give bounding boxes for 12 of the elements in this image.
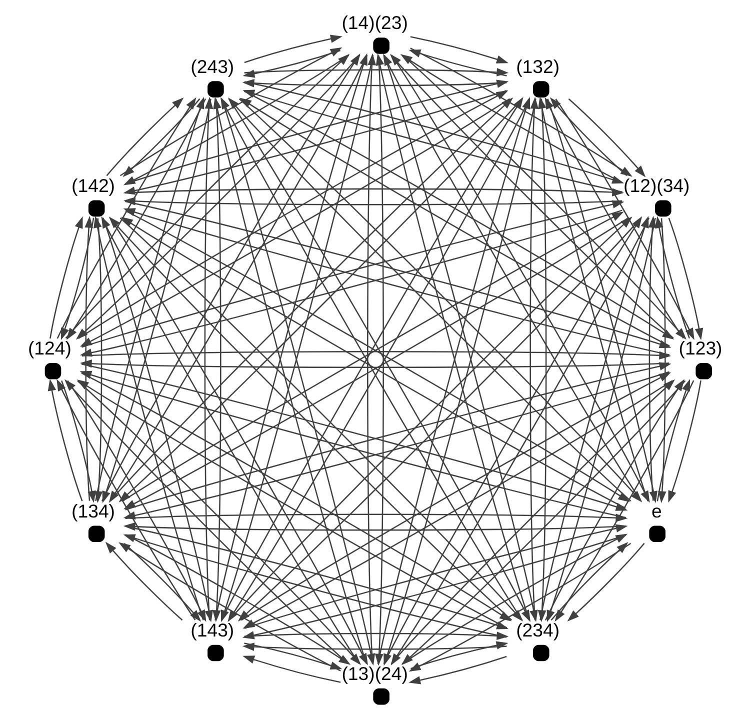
node-label: (243) (190, 56, 234, 77)
node-label: (132) (516, 56, 560, 77)
node-label: (124) (27, 338, 71, 359)
node-label: (134) (71, 500, 115, 522)
node-label: (143) (190, 619, 234, 640)
node-label: (142) (71, 174, 115, 196)
node-label: e (651, 500, 662, 522)
node-label: (123) (678, 338, 722, 359)
node-label: (234) (516, 619, 560, 640)
node-label: (13)(24) (341, 663, 408, 684)
node-label: (14)(23) (341, 12, 408, 34)
node-label: (12)(34) (623, 174, 690, 196)
